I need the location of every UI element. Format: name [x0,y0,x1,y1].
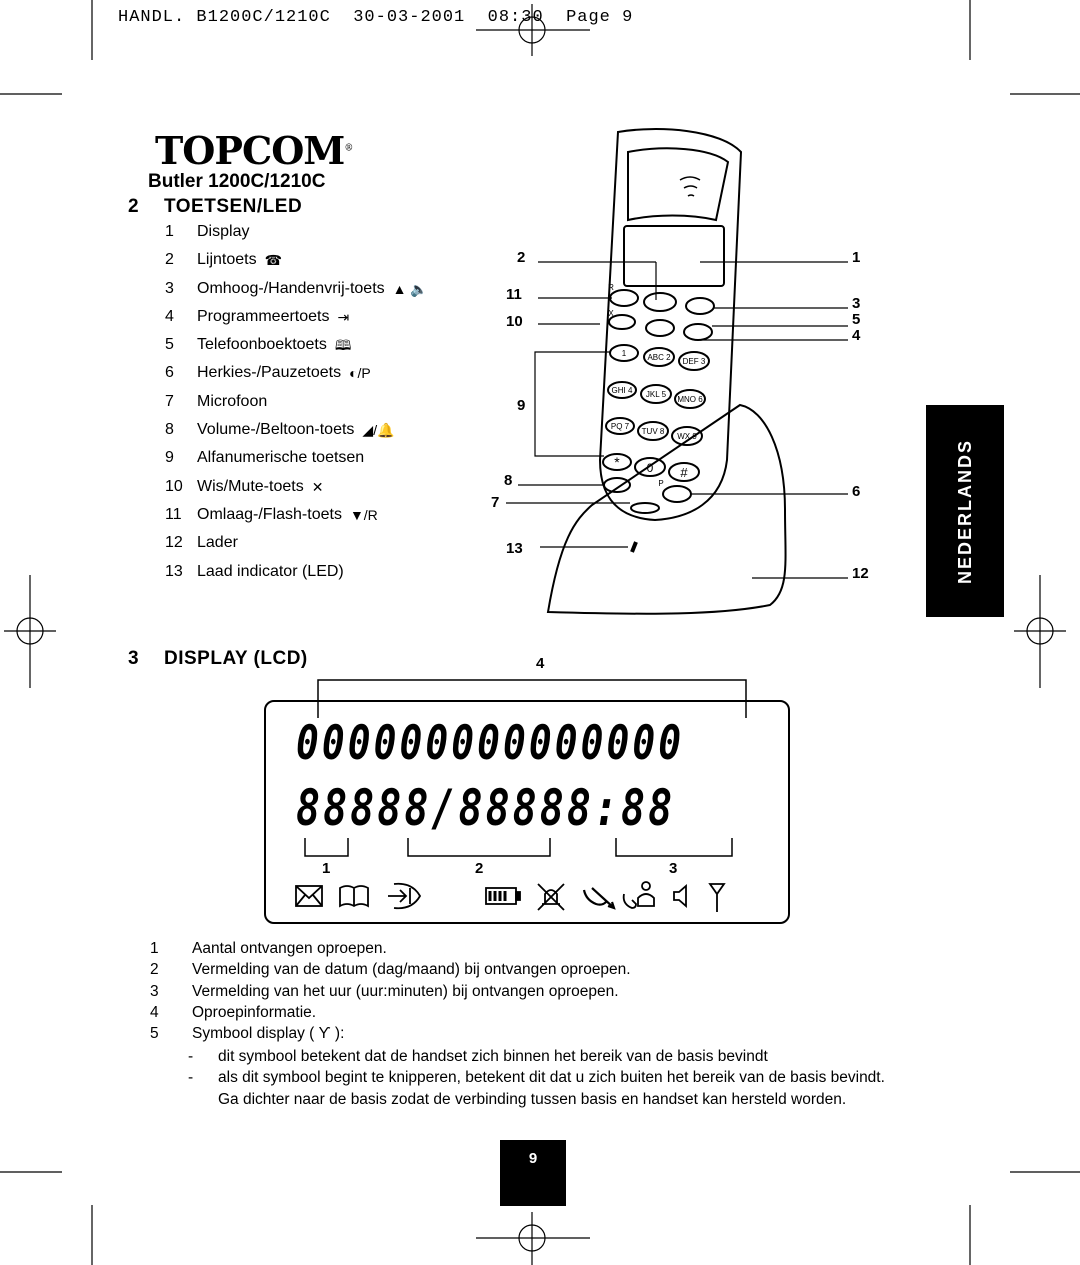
callout-6: 6 [852,483,861,500]
registered-mark: ® [344,143,353,154]
up-speaker-icon: ▲ 🔈 [392,280,428,297]
phone-diagram: 1 ABC 2 DEF 3 GHI 4 JKL 5 MNO 6 PQ 7 TUV 8 WX … [506,128,848,615]
callout-2: 2 [517,249,526,266]
volume-ringer-icon: ◢/🔔 [362,422,395,439]
svg-text:1: 1 [622,349,627,358]
line-key-icon: ☎ [264,252,283,269]
svg-text:#: # [680,465,688,480]
svg-text:R: R [608,283,614,292]
print-header: HANDL. B1200C/1210C 30-03-2001 08:30 Pag… [118,8,634,27]
svg-text:TUV 8: TUV 8 [642,427,665,436]
handset-body [598,128,743,522]
svg-text:*: * [614,454,620,470]
charger-base [546,403,787,615]
bracket-label-1: 1 [322,860,331,877]
phonebook-icon [339,885,369,908]
redial-icon: ◐/P [349,365,371,382]
symbol-notes: -dit symbool betekent dat de handset zic… [188,1046,888,1110]
callout-13: 13 [506,540,523,557]
section-title-text: TOETSEN/LED [164,196,303,217]
svg-text:WX 9: WX 9 [677,432,697,441]
callout-3: 3 [852,295,861,312]
callout-10: 10 [506,313,523,330]
program-icon: ⇥ [337,308,350,325]
lcd-display [264,700,790,924]
callout-4: 4 [852,327,861,344]
handset-display [623,225,725,287]
callout-5: 5 [852,311,861,328]
section-number: 3 [128,648,140,669]
phonebook-icon: 🕮 [334,337,352,354]
svg-text:P: P [658,479,663,488]
callout-7: 7 [491,494,500,511]
envelope-icon [295,885,323,907]
speaker-icon [673,884,687,908]
section-3-title: 3 DISPLAY (LCD) [128,648,308,670]
svg-text:X: X [608,309,614,318]
lcd-number-row: 000000000000000 [296,715,685,770]
section-number: 2 [128,196,140,217]
list-item: -dit symbool betekent dat de handset zic… [188,1048,768,1065]
section-2-title: 2 TOETSEN/LED [128,196,302,218]
svg-text:GHI 4: GHI 4 [612,386,633,395]
svg-text:MNO 6: MNO 6 [677,395,703,404]
topcom-logo: TOPCOM® [155,128,353,173]
logo-text: TOPCOM [155,128,345,173]
svg-text:PQ 7: PQ 7 [611,422,630,431]
list-item: -als dit symbool begint te knipperen, be… [188,1069,885,1108]
antenna-icon [708,883,726,912]
callout-8: 8 [504,472,513,489]
svg-text:ABC 2: ABC 2 [647,353,671,362]
earpiece [627,147,730,222]
program-icon [388,882,422,910]
mute-icon: ✕ [311,478,324,495]
callout-4-lcd: 4 [536,655,545,672]
callout-1: 1 [852,249,861,266]
ringer-off-icon [537,883,565,911]
model-name: Butler 1200C/1210C [148,171,326,192]
bracket-label-2: 2 [475,860,484,877]
down-flash-icon: ▼/R [349,506,378,523]
callout-11: 11 [506,286,522,303]
page-number: 9 [500,1140,566,1206]
callout-9: 9 [517,397,526,414]
svg-text:DEF 3: DEF 3 [683,357,706,366]
language-tab: NEDERLANDS [926,405,1004,617]
battery-icon [485,887,521,905]
svg-text:0: 0 [647,461,654,475]
bracket-label-3: 3 [669,860,678,877]
svg-text:JKL 5: JKL 5 [646,390,667,399]
section-title-text: DISPLAY (LCD) [164,648,308,669]
callout-12: 12 [852,565,869,582]
page-number-label: 9 [528,1150,538,1167]
intercom-icon [622,881,655,909]
mute-icon [582,887,616,910]
lcd-date-time-row: 88888/88888:88 [296,780,676,838]
lcd-icon-row [295,881,726,912]
